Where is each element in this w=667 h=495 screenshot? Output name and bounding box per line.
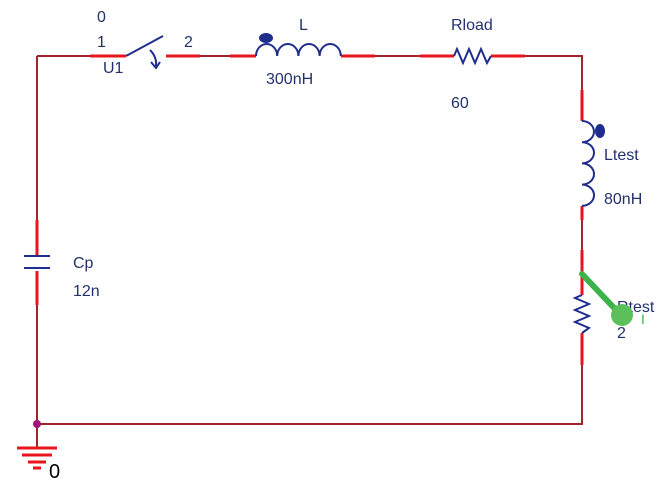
switch-arrow-head: [150, 61, 161, 70]
rtest-value: 2: [617, 325, 626, 342]
rload-value: 60: [451, 95, 469, 112]
wire-bottom[interactable]: [37, 365, 583, 425]
inductor-l[interactable]: L 300nH: [230, 17, 375, 88]
rload-name: Rload: [451, 17, 493, 34]
probe-tip[interactable]: [611, 304, 633, 326]
cp-value: 12n: [73, 283, 100, 300]
ltest-name: Ltest: [604, 147, 639, 164]
wire-rload-to-ltest[interactable]: [525, 55, 583, 90]
switch-pin2-label: 2: [184, 34, 193, 51]
cp-name: Cp: [73, 255, 94, 272]
ground-symbol[interactable]: 0: [17, 446, 60, 483]
switch-u1[interactable]: 0 1 2 U1: [90, 9, 200, 77]
current-probe[interactable]: I: [579, 271, 645, 327]
inductor-l-coil: [255, 43, 342, 57]
ltest-polarity-dot: [595, 124, 605, 138]
resistor-rload[interactable]: Rload 60: [420, 17, 525, 112]
switch-state-label: 0: [97, 9, 106, 26]
rload-zigzag: [453, 46, 492, 66]
node-junction-dot: [33, 420, 41, 428]
inductor-l-polarity-dot: [259, 33, 273, 43]
probe-lead: [579, 271, 620, 314]
switch-name-label: U1: [103, 60, 124, 77]
switch-blade: [125, 35, 164, 57]
switch-arrow-arc: [149, 49, 158, 67]
ltest-value: 80nH: [604, 191, 642, 208]
ltest-coil: [581, 120, 595, 207]
inductor-ltest[interactable]: Ltest 80nH: [580, 90, 642, 220]
inductor-l-name: L: [299, 17, 308, 34]
ground-node-label: 0: [49, 461, 60, 483]
inductor-l-value: 300nH: [266, 71, 313, 88]
rtest-zigzag: [572, 294, 592, 334]
switch-pin1-label: 1: [97, 34, 106, 51]
wires: [36, 55, 583, 448]
probe-label: I: [641, 311, 645, 327]
capacitor-cp[interactable]: Cp 12n: [24, 220, 100, 305]
